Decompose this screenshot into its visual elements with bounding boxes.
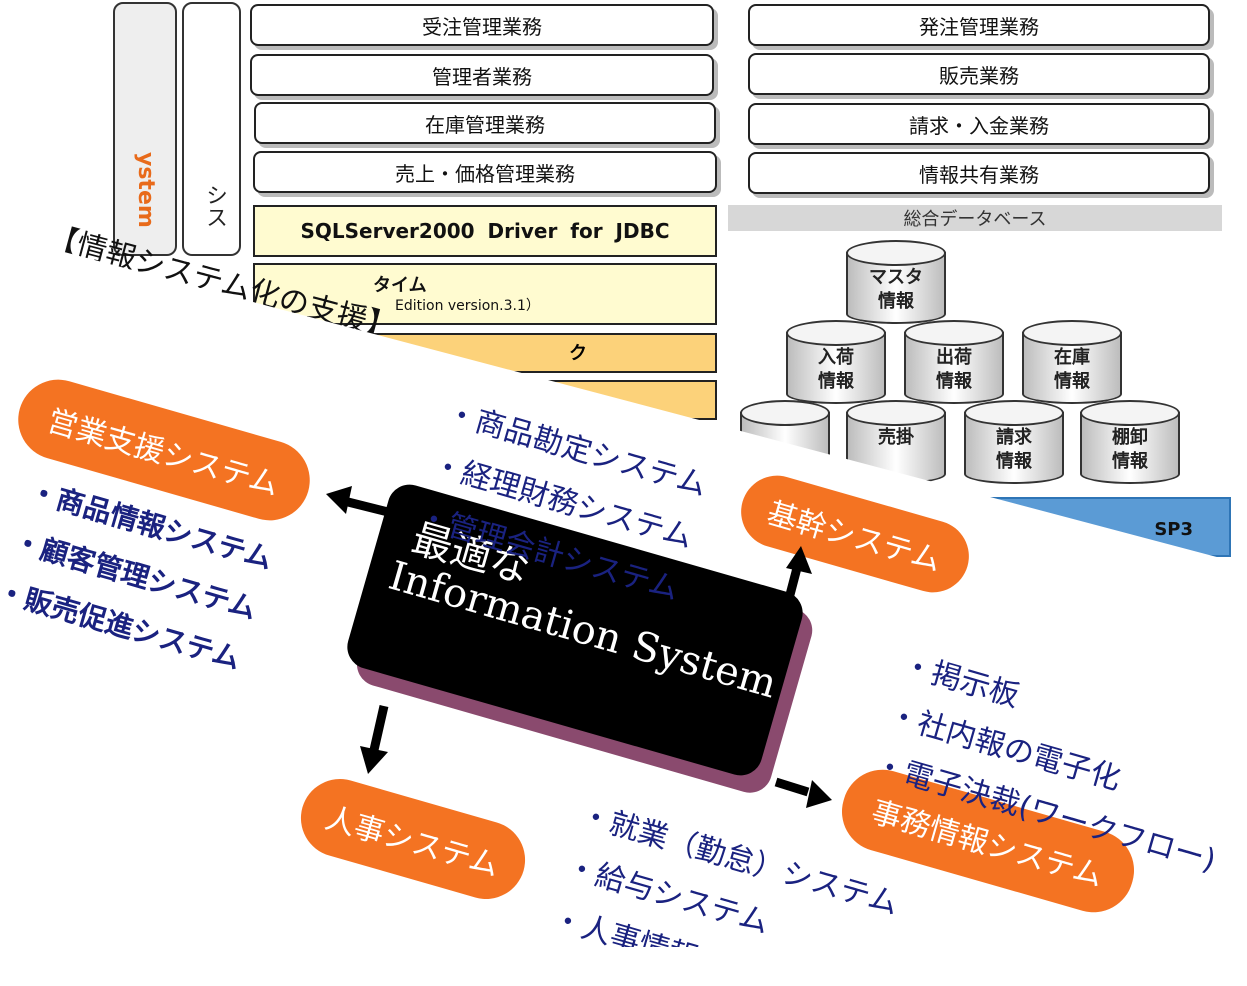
- database-bar: 総合データベース: [728, 205, 1222, 231]
- cylinder-billing: 請求情報: [964, 400, 1064, 486]
- blue-bar-label: SP3: [1154, 519, 1193, 540]
- arrows: [326, 486, 832, 808]
- runtime-box: タイム Edition version.3.1）: [253, 263, 717, 325]
- cylinder-receivable: 売掛: [846, 400, 946, 486]
- right-box-2: 販売業務: [748, 53, 1210, 95]
- orange-box-fragment: ク: [569, 343, 587, 364]
- cylinder-master: マスタ情報: [846, 240, 946, 326]
- runtime-subtitle: Edition version.3.1）: [395, 298, 540, 314]
- cylinder-inbound: 入荷情報: [786, 320, 886, 406]
- right-box-1: 発注管理業務: [748, 4, 1210, 46]
- left-box-1: 受注管理業務: [250, 4, 714, 46]
- arrow-to-hr-icon: [360, 705, 389, 774]
- cylinder-stock: 在庫情報: [1022, 320, 1122, 406]
- arrow-to-office-icon: [774, 777, 832, 808]
- vertical-system-label-2: シス: [202, 184, 227, 228]
- vertical-system-label: ystem: [133, 152, 158, 228]
- arrow-to-core-icon: [781, 546, 812, 612]
- left-box-2: 管理者業務: [250, 54, 714, 96]
- right-box-3: 請求・入金業務: [748, 103, 1210, 145]
- left-box-3: 在庫管理業務: [254, 102, 716, 144]
- runtime-title: タイム: [373, 275, 427, 296]
- driver-box: SQLServer2000 Driver for JDBC: [253, 205, 717, 257]
- system-panel-right: シス: [182, 2, 241, 256]
- right-box-4: 情報共有業務: [748, 152, 1210, 194]
- cylinder-inventory: 棚卸情報: [1080, 400, 1180, 486]
- cylinder-outbound: 出荷情報: [904, 320, 1004, 406]
- system-panel-left: ystem: [113, 2, 177, 256]
- arrow-to-sales-icon: [326, 486, 390, 517]
- left-box-4: 売上・価格管理業務: [253, 151, 717, 193]
